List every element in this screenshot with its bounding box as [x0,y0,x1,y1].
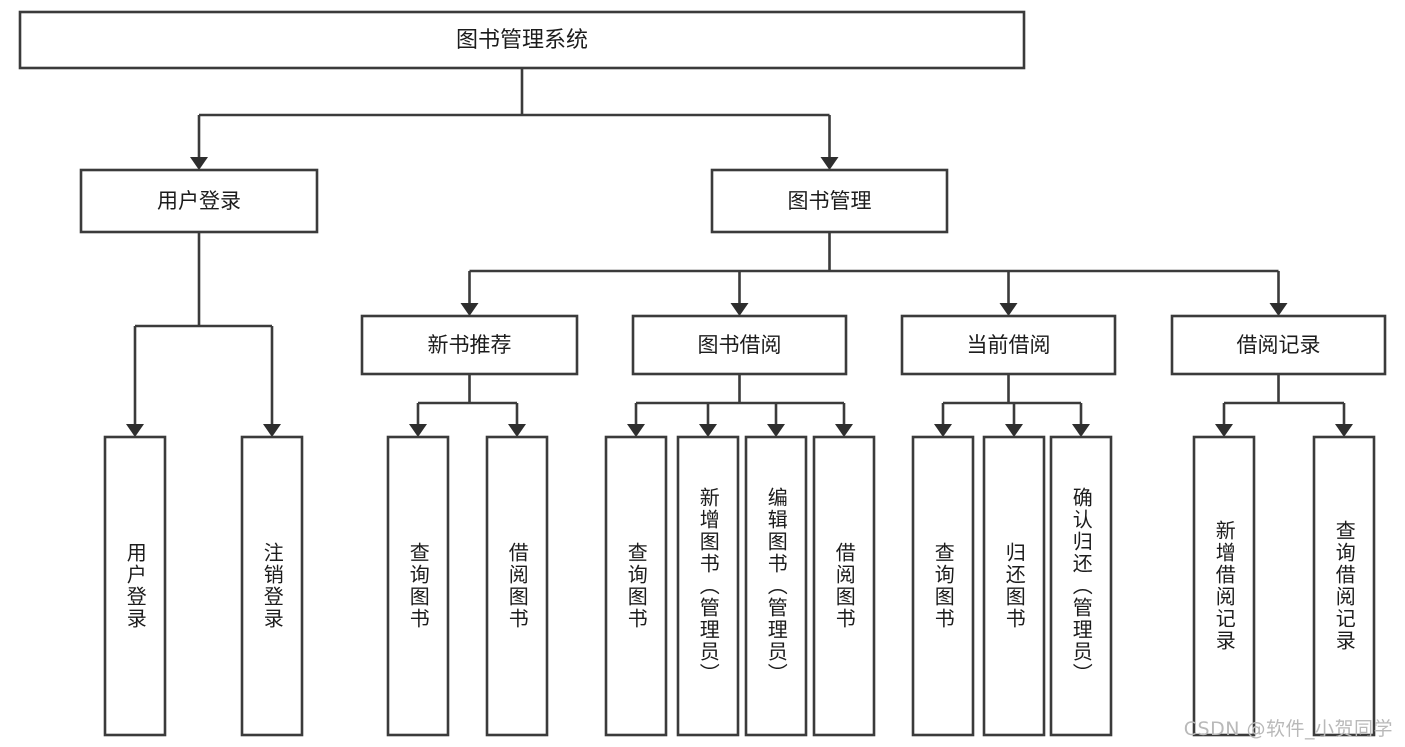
connectors-layer [126,68,1353,437]
node-box-borrow-record[interactable] [1170,314,1387,376]
node-box-leaf-return-book[interactable] [982,435,1046,737]
arrow-head-icon [1269,303,1288,316]
arrow-head-icon [627,424,645,437]
node-box-leaf-user-login[interactable] [103,435,167,737]
arrow-head-icon [1072,424,1090,437]
watermark-text: CSDN @软件_小贺同学 [1183,718,1393,740]
arrow-head-icon [263,424,281,437]
node-box-book-borrow[interactable] [631,314,848,376]
node-label-root: 图书管理系统 [456,28,588,53]
node-box-leaf-edit-book-admin[interactable] [744,435,808,737]
arrow-head-icon [1215,424,1233,437]
node-box-leaf-user-logout[interactable] [240,435,304,737]
node-box-user-login[interactable] [79,168,319,234]
arrow-head-icon [835,424,853,437]
arrow-head-icon [1335,424,1353,437]
node-box-leaf-borrow-book[interactable] [812,435,876,737]
node-label-current-borrow: 当前借阅 [967,333,1051,357]
node-box-leaf-query-book-recommend[interactable] [386,435,450,737]
node-label-borrow-record: 借阅记录 [1237,333,1321,357]
node-box-root[interactable] [18,10,1026,70]
node-box-new-book-recommend[interactable] [360,314,579,376]
arrow-head-icon [730,303,749,316]
node-box-leaf-query-book-borrow[interactable] [604,435,668,737]
arrow-head-icon [508,424,526,437]
node-box-leaf-query-borrow-record[interactable] [1312,435,1376,737]
node-label-new-book-recommend: 新书推荐 [428,333,512,357]
arrow-head-icon [999,303,1018,316]
node-box-leaf-add-book-admin[interactable] [676,435,740,737]
node-label-user-login: 用户登录 [157,189,241,213]
node-box-book-manage[interactable] [710,168,949,234]
arrow-head-icon [409,424,427,437]
boxes-layer [18,10,1387,737]
node-box-leaf-confirm-return-admin[interactable] [1049,435,1113,737]
arrow-head-icon [190,157,208,170]
node-label-book-manage: 图书管理 [788,189,872,213]
node-box-leaf-add-borrow-record[interactable] [1192,435,1256,737]
arrow-head-icon [126,424,144,437]
arrow-head-icon [767,424,785,437]
arrow-head-icon [1005,424,1023,437]
node-label-book-borrow: 图书借阅 [698,333,782,357]
arrow-head-icon [934,424,952,437]
arrow-head-icon [820,157,839,170]
node-box-leaf-query-book-current[interactable] [911,435,975,737]
node-box-current-borrow[interactable] [900,314,1117,376]
arrow-head-icon [699,424,717,437]
arrow-head-icon [460,303,479,316]
node-box-leaf-borrow-book-recommend[interactable] [485,435,549,737]
